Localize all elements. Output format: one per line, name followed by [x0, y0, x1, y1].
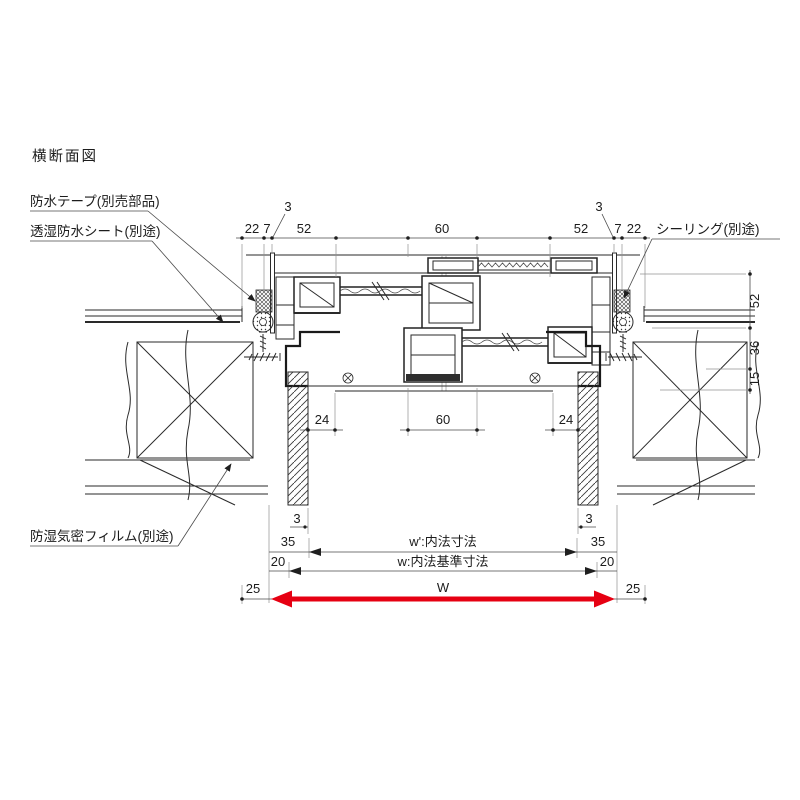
- fixing-screws: [244, 331, 642, 362]
- dimension-dots: [240, 236, 647, 240]
- meeting-stiles: [403, 275, 481, 383]
- right-wall: [617, 306, 761, 506]
- callout-vapor-film: 防湿気密フィルム(別途): [30, 463, 232, 547]
- dim-52-right: 52: [574, 221, 588, 236]
- dim-36-side: 36: [747, 341, 762, 355]
- right-jamb-post: [577, 371, 599, 506]
- dim-3-right: 3: [595, 199, 602, 214]
- callout-waterproof-tape: 防水テープ(別売部品): [30, 194, 256, 302]
- left-tape-block: [255, 289, 273, 313]
- dim-3-left: 3: [284, 199, 291, 214]
- meeting-stile-cap: [406, 374, 460, 381]
- top-dimensions: 22 7 52 3 60 52 7 22 3: [236, 199, 650, 308]
- w-base-label: w:内法基準寸法: [396, 554, 488, 569]
- left-jamb-post: [287, 371, 309, 506]
- mid-dimensions: 24 60 24: [300, 388, 586, 436]
- page-title: 横断面図: [32, 148, 98, 165]
- screen-mesh: [477, 262, 549, 268]
- w-inner-label: w':内法寸法: [408, 534, 476, 549]
- dim-24-left: 24: [315, 412, 329, 427]
- left-stud-section: [136, 341, 254, 459]
- left-wall: [85, 306, 268, 506]
- dim-60-mid: 60: [436, 412, 450, 427]
- dim-7-right: 7: [614, 221, 621, 236]
- screen-section: [427, 257, 598, 274]
- right-dimensions: 52 36 15: [640, 270, 762, 394]
- dim-22-right: 22: [627, 221, 641, 236]
- dim-25-left: 25: [246, 581, 260, 596]
- dim-20-right: 20: [600, 554, 614, 569]
- dim-25-right: 25: [626, 581, 640, 596]
- dim-7-left: 7: [263, 221, 270, 236]
- svg-text:シーリング(別途): シーリング(別途): [656, 221, 760, 237]
- callout-breathable-sheet: 透湿防水シート(別途): [30, 223, 224, 323]
- window-frame: [244, 252, 642, 392]
- dim-52-side: 52: [747, 294, 762, 308]
- left-jamb-profile: [275, 276, 295, 340]
- right-sealant-block: [613, 289, 631, 313]
- break-line: [125, 341, 131, 459]
- dim-3-bottom-left: 3: [293, 511, 300, 526]
- svg-text:防湿気密フィルム(別途): 防湿気密フィルム(別途): [30, 528, 173, 544]
- dim-3-bottom-right: 3: [585, 511, 592, 526]
- svg-text:防水テープ(別売部品): 防水テープ(別売部品): [30, 194, 160, 209]
- screw-symbols: [342, 372, 541, 384]
- bottom-dimensions: 3 3 35 w':内法寸法 35 20 w:内法基準寸法 20 25 25 W: [240, 505, 647, 608]
- callout-sealing: シーリング(別途): [623, 221, 780, 299]
- break-line: [695, 329, 701, 501]
- dim-22-left: 22: [245, 221, 259, 236]
- glass-wave: [339, 288, 421, 294]
- dim-24-right: 24: [559, 412, 573, 427]
- dim-60-top: 60: [435, 221, 449, 236]
- dim-15-side: 15: [747, 372, 762, 386]
- glass-wave: [461, 339, 543, 345]
- break-line: [755, 341, 761, 459]
- dim-35-left: 35: [281, 534, 295, 549]
- callouts: 防水テープ(別売部品) 透湿防水シート(別途) シーリング(別途) 防湿気密フィ…: [30, 194, 780, 547]
- w-label: W: [437, 580, 450, 595]
- exterior-sash: [293, 276, 422, 314]
- dim-20-left: 20: [271, 554, 285, 569]
- dim-52-left: 52: [297, 221, 311, 236]
- svg-text:透湿防水シート(別途): 透湿防水シート(別途): [30, 223, 161, 239]
- right-stud-section: [632, 341, 748, 459]
- dim-35-right: 35: [591, 534, 605, 549]
- red-width-arrow: [271, 590, 615, 608]
- break-line: [185, 329, 191, 501]
